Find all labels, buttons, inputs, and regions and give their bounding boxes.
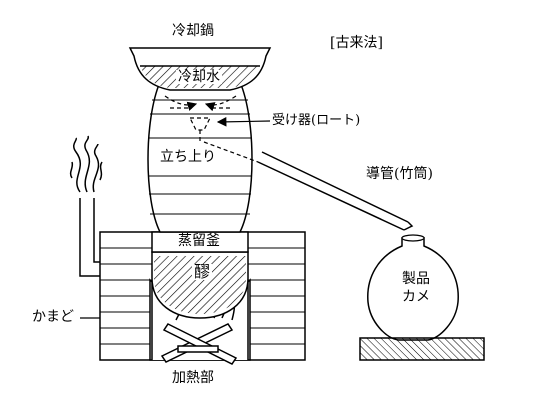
receiver-label: 受け器(ロート) [272, 113, 361, 128]
cooling-pot-label: 冷却鍋 [172, 23, 214, 39]
heating-section-label: 加熱部 [172, 370, 214, 386]
method-label: [古来法] [330, 35, 383, 51]
receiver-leader [216, 117, 271, 127]
conduit-label: 導管(竹筒) [366, 166, 433, 182]
vapour-flow [164, 95, 237, 142]
furnace-label: かまど [32, 309, 74, 325]
jar-stand [359, 337, 485, 361]
rising-section-label: 立ち上り [158, 149, 218, 165]
product-jar-text: 製品カメ [402, 271, 430, 305]
product-jar [367, 234, 459, 341]
cooling-water-label: 冷却水 [176, 69, 222, 85]
chimney [79, 198, 100, 277]
product-jar-label: 製品カメ [398, 270, 434, 306]
mash-label: 醪 [192, 262, 213, 281]
conduit-pipe [203, 141, 414, 231]
still-pot-label: 蒸留釜 [176, 233, 222, 249]
smoke-icon [69, 135, 103, 193]
